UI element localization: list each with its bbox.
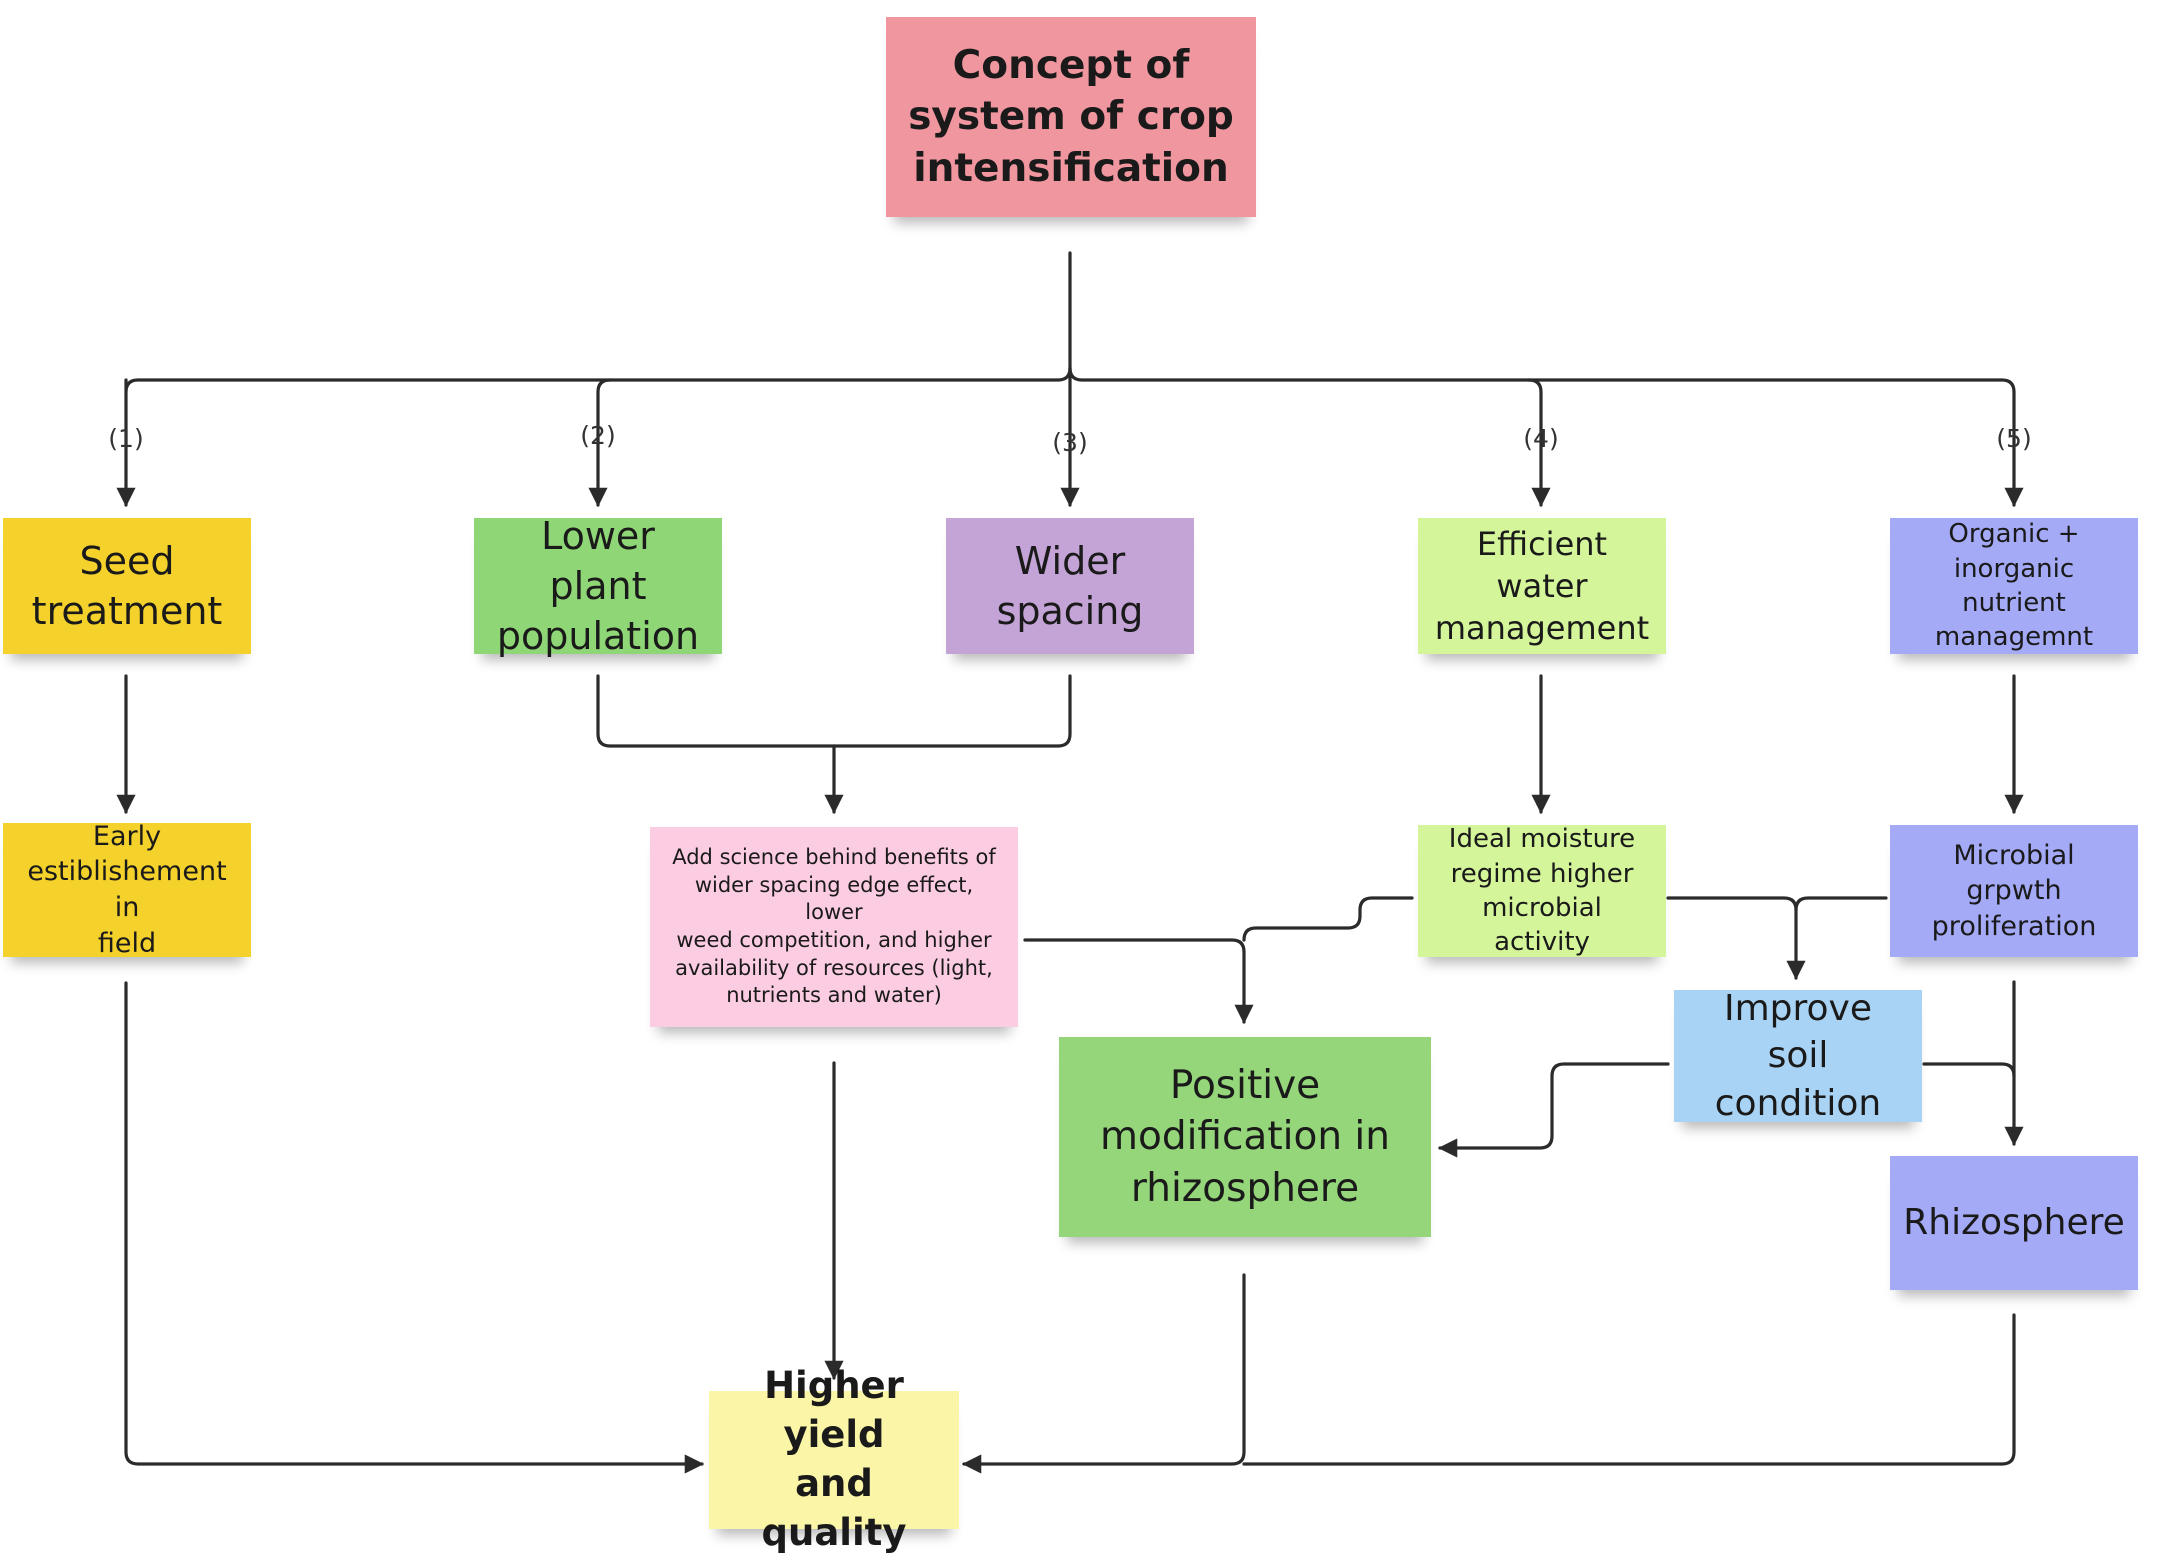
node-efficient-water-management-label: Efficient water management (1434, 524, 1650, 648)
node-root: Concept of system of crop intensificatio… (886, 17, 1256, 217)
node-improve-soil-condition: Improve soil condition (1674, 988, 1922, 1124)
branch-label-3: (3) (1052, 428, 1088, 457)
node-improve-soil-condition-label: Improve soil condition (1714, 987, 1882, 1124)
node-science-benefits-label: Add science behind benefits of wider spa… (672, 844, 996, 1008)
node-seed-treatment: Seed treatment (3, 518, 251, 654)
node-wider-spacing: Wider spacing (946, 518, 1194, 654)
node-positive-modification-label: Positive modification in rhizosphere (1099, 1062, 1390, 1211)
node-rhizosphere: Rhizosphere (1890, 1156, 2138, 1290)
arrow-to-lower (598, 378, 610, 505)
arrow-microbial-to-soil (1794, 896, 1888, 912)
node-microbial-growth-label: Microbial grpwth proliferation (1931, 839, 2097, 942)
node-early-establishment: Early estiblishement in field (3, 821, 251, 959)
arrow-rhizo-to-yield (1242, 1313, 2016, 1466)
node-science-benefits: Add science behind benefits of wider spa… (650, 827, 1018, 1027)
arrow-soil-to-rhizo (1922, 1062, 2016, 1078)
arrow-moisture-to-positive (1242, 896, 1414, 942)
node-microbial-growth: Microbial grpwth proliferation (1890, 825, 2138, 957)
branch-label-2: (2) (580, 421, 616, 450)
arrow-early-to-yield (124, 981, 704, 1474)
node-ideal-moisture: Ideal moisture regime higher microbial a… (1418, 824, 1666, 958)
node-higher-yield: Higher yield and quality (709, 1364, 959, 1554)
node-wider-spacing-label: Wider spacing (996, 538, 1144, 633)
node-organic-nutrient-management-label: Organic + inorganic nutrient managemnt (1934, 519, 2094, 653)
arrow-science-to-positive (1023, 938, 1254, 1024)
branch-label-5: (5) (1996, 424, 2032, 453)
arrow-lower-wider-to-science (596, 674, 1072, 748)
branch-label-1: (1) (108, 424, 144, 453)
arrow-moisture-to-soil (1666, 896, 1806, 980)
node-seed-treatment-label: Seed treatment (31, 538, 223, 633)
branch-label-4: (4) (1523, 424, 1559, 453)
node-rhizosphere-label: Rhizosphere (1903, 1202, 2125, 1244)
arrow-to-water (1529, 378, 1541, 505)
node-lower-plant-population: Lower plant population (474, 514, 722, 658)
node-lower-plant-population-label: Lower plant population (496, 513, 700, 659)
arrow-positive-to-yield (962, 1273, 1246, 1474)
node-higher-yield-label: Higher yield and quality (761, 1364, 907, 1554)
arrow-soil-to-positive (1438, 1062, 1670, 1158)
node-efficient-water-management: Efficient water management (1418, 518, 1666, 654)
node-organic-nutrient-management: Organic + inorganic nutrient managemnt (1890, 518, 2138, 654)
node-positive-modification: Positive modification in rhizosphere (1059, 1037, 1431, 1237)
node-ideal-moisture-label: Ideal moisture regime higher microbial a… (1448, 824, 1636, 958)
node-root-label: Concept of system of crop intensificatio… (908, 42, 1234, 191)
node-early-establishment-label: Early estiblishement in field (27, 820, 227, 959)
